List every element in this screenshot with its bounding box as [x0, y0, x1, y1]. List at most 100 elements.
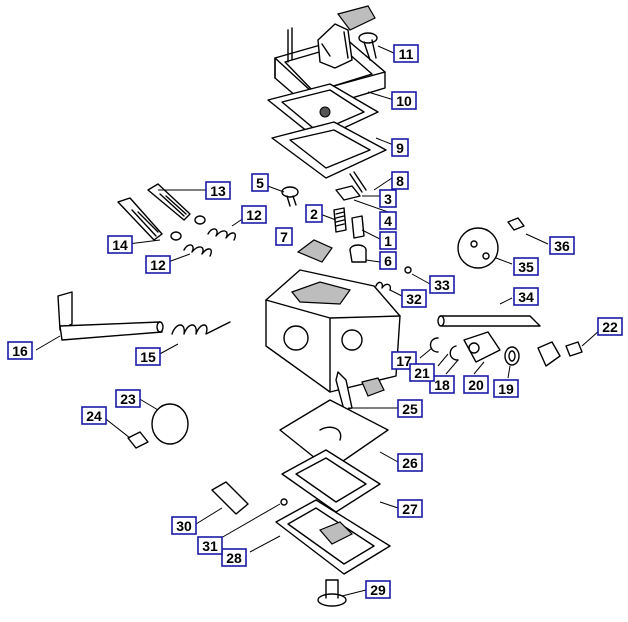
callout-label: 4: [384, 213, 392, 229]
callout-label: 12: [246, 207, 262, 223]
callout-label: 25: [402, 401, 418, 417]
callout-label: 23: [120, 391, 136, 407]
callout-box: [145, 255, 171, 274]
callout-box: [401, 289, 427, 308]
callout-box: [429, 375, 455, 394]
callout-23: 23: [115, 389, 141, 408]
callout-3: 3: [379, 189, 397, 208]
callout-label: 14: [112, 237, 128, 253]
callout-21: 21: [409, 363, 435, 382]
callout-32: 32: [401, 289, 427, 308]
callout-box: [305, 204, 323, 223]
callout-27: 27: [397, 499, 423, 518]
callout-label: 19: [498, 381, 514, 397]
callout-box: [379, 211, 397, 230]
screw-5-part: [281, 186, 299, 207]
callout-7: 7: [275, 227, 293, 246]
callout-30: 30: [171, 516, 197, 535]
callout-box: [379, 189, 397, 208]
callout-box: [115, 389, 141, 408]
callout-31: 31: [197, 536, 223, 555]
callout-22: 22: [597, 317, 623, 336]
callout-label: 6: [384, 253, 392, 269]
callout-label: 36: [554, 238, 570, 254]
callout-label: 26: [402, 455, 418, 471]
callout-box: [463, 375, 489, 394]
callout-box: [391, 171, 409, 190]
callout-box: [513, 287, 539, 306]
callout-box: [275, 227, 293, 246]
callout-label: 31: [202, 538, 218, 554]
callout-box: [597, 317, 623, 336]
carburetor-body-part: [265, 269, 401, 411]
callout-box: [397, 499, 423, 518]
callout-13: 13: [205, 181, 231, 200]
callout-label: 30: [176, 518, 192, 534]
callout-1: 1: [379, 231, 397, 250]
callout-15: 15: [135, 347, 161, 366]
callout-16: 16: [7, 341, 33, 360]
callout-box: [549, 236, 575, 255]
callout-box: [221, 548, 247, 567]
callout-label: 5: [256, 175, 264, 191]
metering-parts: [275, 399, 391, 575]
choke-shaft-part: [437, 315, 541, 327]
callout-box: [107, 235, 133, 254]
callout-label: 28: [226, 550, 242, 566]
callout-label: 20: [468, 377, 484, 393]
leader-lines: [35, 45, 601, 597]
callout-label: 11: [399, 46, 414, 62]
callout-box: [429, 275, 455, 294]
callout-label: 34: [518, 289, 534, 305]
gasket-9-part: [271, 121, 387, 179]
inlet-needle-parts: [333, 171, 367, 263]
callout-box: [379, 251, 397, 270]
callout-14: 14: [107, 235, 133, 254]
choke-plate-part: [457, 217, 525, 269]
callout-26: 26: [397, 453, 423, 472]
callout-label: 12: [150, 257, 166, 273]
choke-lever-parts: [429, 331, 583, 367]
callout-box: [409, 363, 435, 382]
callout-label: 16: [12, 343, 28, 359]
spring-15-part: [171, 321, 231, 335]
callout-box: [365, 580, 391, 599]
callout-box: [7, 341, 33, 360]
callout-label: 17: [396, 353, 412, 369]
callout-label: 35: [518, 259, 534, 275]
callout-10: 10: [391, 91, 417, 110]
callout-label: 8: [396, 173, 404, 189]
callout-36: 36: [549, 236, 575, 255]
callout-34: 34: [513, 287, 539, 306]
callout-box: [391, 91, 417, 110]
callout-33: 33: [429, 275, 455, 294]
callout-24: 24: [81, 406, 107, 425]
callout-box: [493, 379, 519, 398]
callout-5: 5: [251, 173, 269, 192]
callout-label: 10: [396, 93, 412, 109]
callout-label: 2: [310, 206, 318, 222]
callout-label: 29: [370, 582, 386, 598]
screw-11-part: [358, 32, 378, 61]
callout-label: 18: [434, 377, 450, 393]
callout-label: 21: [414, 365, 430, 381]
springs-12-part: [183, 228, 236, 257]
callout-box: [379, 231, 397, 250]
callout-8: 8: [391, 171, 409, 190]
callout-label: 7: [280, 229, 288, 245]
callout-box: [171, 516, 197, 535]
callout-28: 28: [221, 548, 247, 567]
callout-35: 35: [513, 257, 539, 276]
throttle-shaft-part: [57, 291, 164, 341]
callout-label: 24: [86, 408, 102, 424]
callout-label: 3: [384, 191, 392, 207]
callout-label: 33: [434, 277, 450, 293]
callout-box: [135, 347, 161, 366]
callout-6: 6: [379, 251, 397, 270]
disc-23-part: [127, 403, 189, 449]
callout-box: [397, 399, 423, 418]
callout-25: 25: [397, 399, 423, 418]
screws-bottom-part: [211, 481, 347, 607]
